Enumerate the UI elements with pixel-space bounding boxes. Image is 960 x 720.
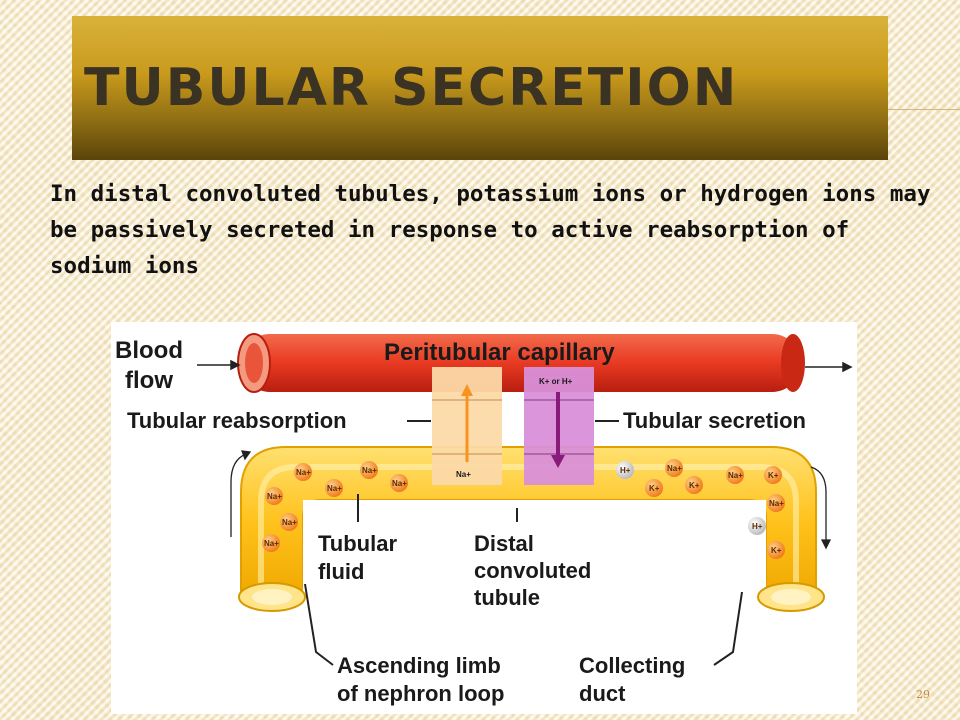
na-ion-label: Na+: [282, 518, 297, 527]
tubular-fluid-label-1: Tubular: [318, 531, 397, 556]
capillary-label: Peritubular capillary: [384, 339, 615, 366]
dct-label-3: tubule: [474, 585, 540, 610]
hydrogen-ions: [616, 461, 766, 535]
dct-label-1: Distal: [474, 531, 534, 556]
page-number: 29: [916, 688, 930, 701]
blood-flow-arrows: [197, 359, 853, 373]
limb-leader: [304, 583, 334, 666]
na-ion-label: Na+: [667, 464, 682, 473]
k-ion-label: K+: [689, 481, 700, 490]
potassium-ions: [645, 466, 785, 559]
ascending-limb-label-1: Ascending limb: [337, 653, 501, 678]
k-ion-label: K+: [771, 546, 782, 555]
secretion-label: Tubular secretion: [623, 408, 806, 433]
tubular-secretion-diagram: Peritubular capillary Blood flow: [111, 322, 857, 714]
k-ion-label: K+: [768, 471, 779, 480]
na-ion-label: Na+: [769, 499, 784, 508]
blood-flow-label-2: flow: [125, 367, 173, 394]
blood-flow-label-1: Blood: [115, 337, 183, 364]
tubular-fluid-label-2: fluid: [318, 559, 364, 584]
k-h-secretion-channel: [524, 367, 594, 485]
na-ion-label: Na+: [267, 492, 282, 501]
h-ion-label: H+: [620, 466, 631, 475]
dct-label-2: convoluted: [474, 558, 591, 583]
slide-body-text: In distal convoluted tubules, potassium …: [50, 181, 931, 279]
title-rule: [888, 109, 960, 110]
k-ion-label: K+: [649, 484, 660, 493]
h-ion-label: H+: [752, 522, 763, 531]
na-ion-label: Na+: [728, 471, 743, 480]
tubule-flow-arrows: [230, 450, 832, 550]
na-ion-label: Na+: [392, 479, 407, 488]
na-reabsorption-channel: [432, 367, 502, 485]
na-ion-label: Na+: [327, 484, 342, 493]
sodium-ions: [262, 459, 785, 552]
na-channel-label: Na+: [456, 470, 471, 479]
collecting-duct-label-1: Collecting: [579, 653, 685, 678]
k-h-channel-label: K+ or H+: [539, 377, 573, 386]
ion-labels: Na+ Na+ Na+ Na+ Na+ Na+ Na+ Na+ Na+ Na+ …: [264, 464, 784, 555]
na-ion-label: Na+: [296, 468, 311, 477]
reabsorption-label: Tubular reabsorption: [127, 408, 347, 433]
title-banner: [72, 16, 888, 160]
slide-title: Tubular Secretion: [84, 58, 739, 118]
na-ion-label: Na+: [264, 539, 279, 548]
peritubular-capillary: [237, 333, 805, 393]
duct-leader: [713, 591, 743, 666]
collecting-duct-label-2: duct: [579, 681, 626, 706]
na-ion-label: Na+: [362, 466, 377, 475]
distal-convoluted-tubule: [238, 446, 825, 680]
ascending-limb-label-2: of nephron loop: [337, 681, 504, 706]
